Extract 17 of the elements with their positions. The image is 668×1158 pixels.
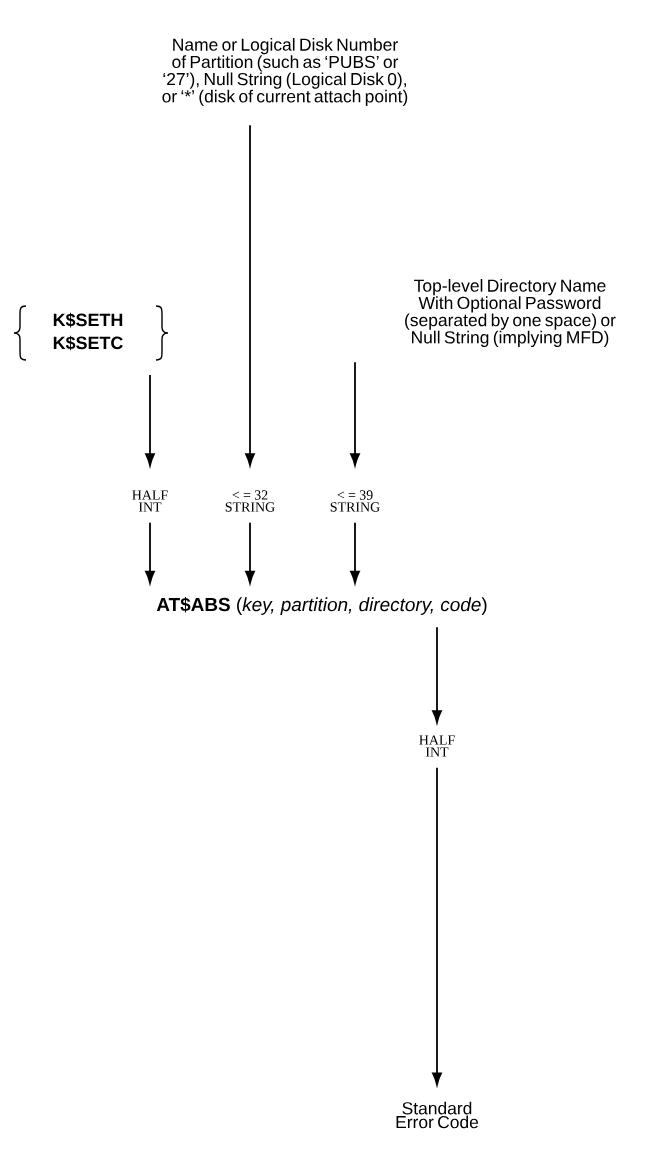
arrow <box>350 521 360 584</box>
description-text: Standard Error Code <box>396 1101 479 1129</box>
arrow <box>350 361 360 466</box>
call-statement: AT$ABS (key, partition, directory, code) <box>156 597 487 615</box>
keyword-list: K$SETH K$SETC <box>53 312 123 351</box>
arrow <box>145 374 155 467</box>
type-label: HALF INT <box>419 735 455 757</box>
type-label: < = 39 STRING <box>330 490 380 512</box>
description-text: Name or Logical Disk Number of Partition (such as ‘PUBS’ or ‘27’), Null String (Logical Disk 0), or ‘*’ (disk of current attach point) <box>162 38 408 106</box>
type-label: < = 32 STRING <box>225 490 275 512</box>
arrow <box>145 521 155 584</box>
type-label: HALF INT <box>132 490 168 512</box>
arrow <box>432 626 442 724</box>
arrow <box>245 521 255 584</box>
arrow <box>432 766 442 1086</box>
description-text: Top-level Directory Name With Optional Password (separated by one space) or Null String (implying MFD) <box>405 279 616 347</box>
arrow <box>245 124 255 466</box>
